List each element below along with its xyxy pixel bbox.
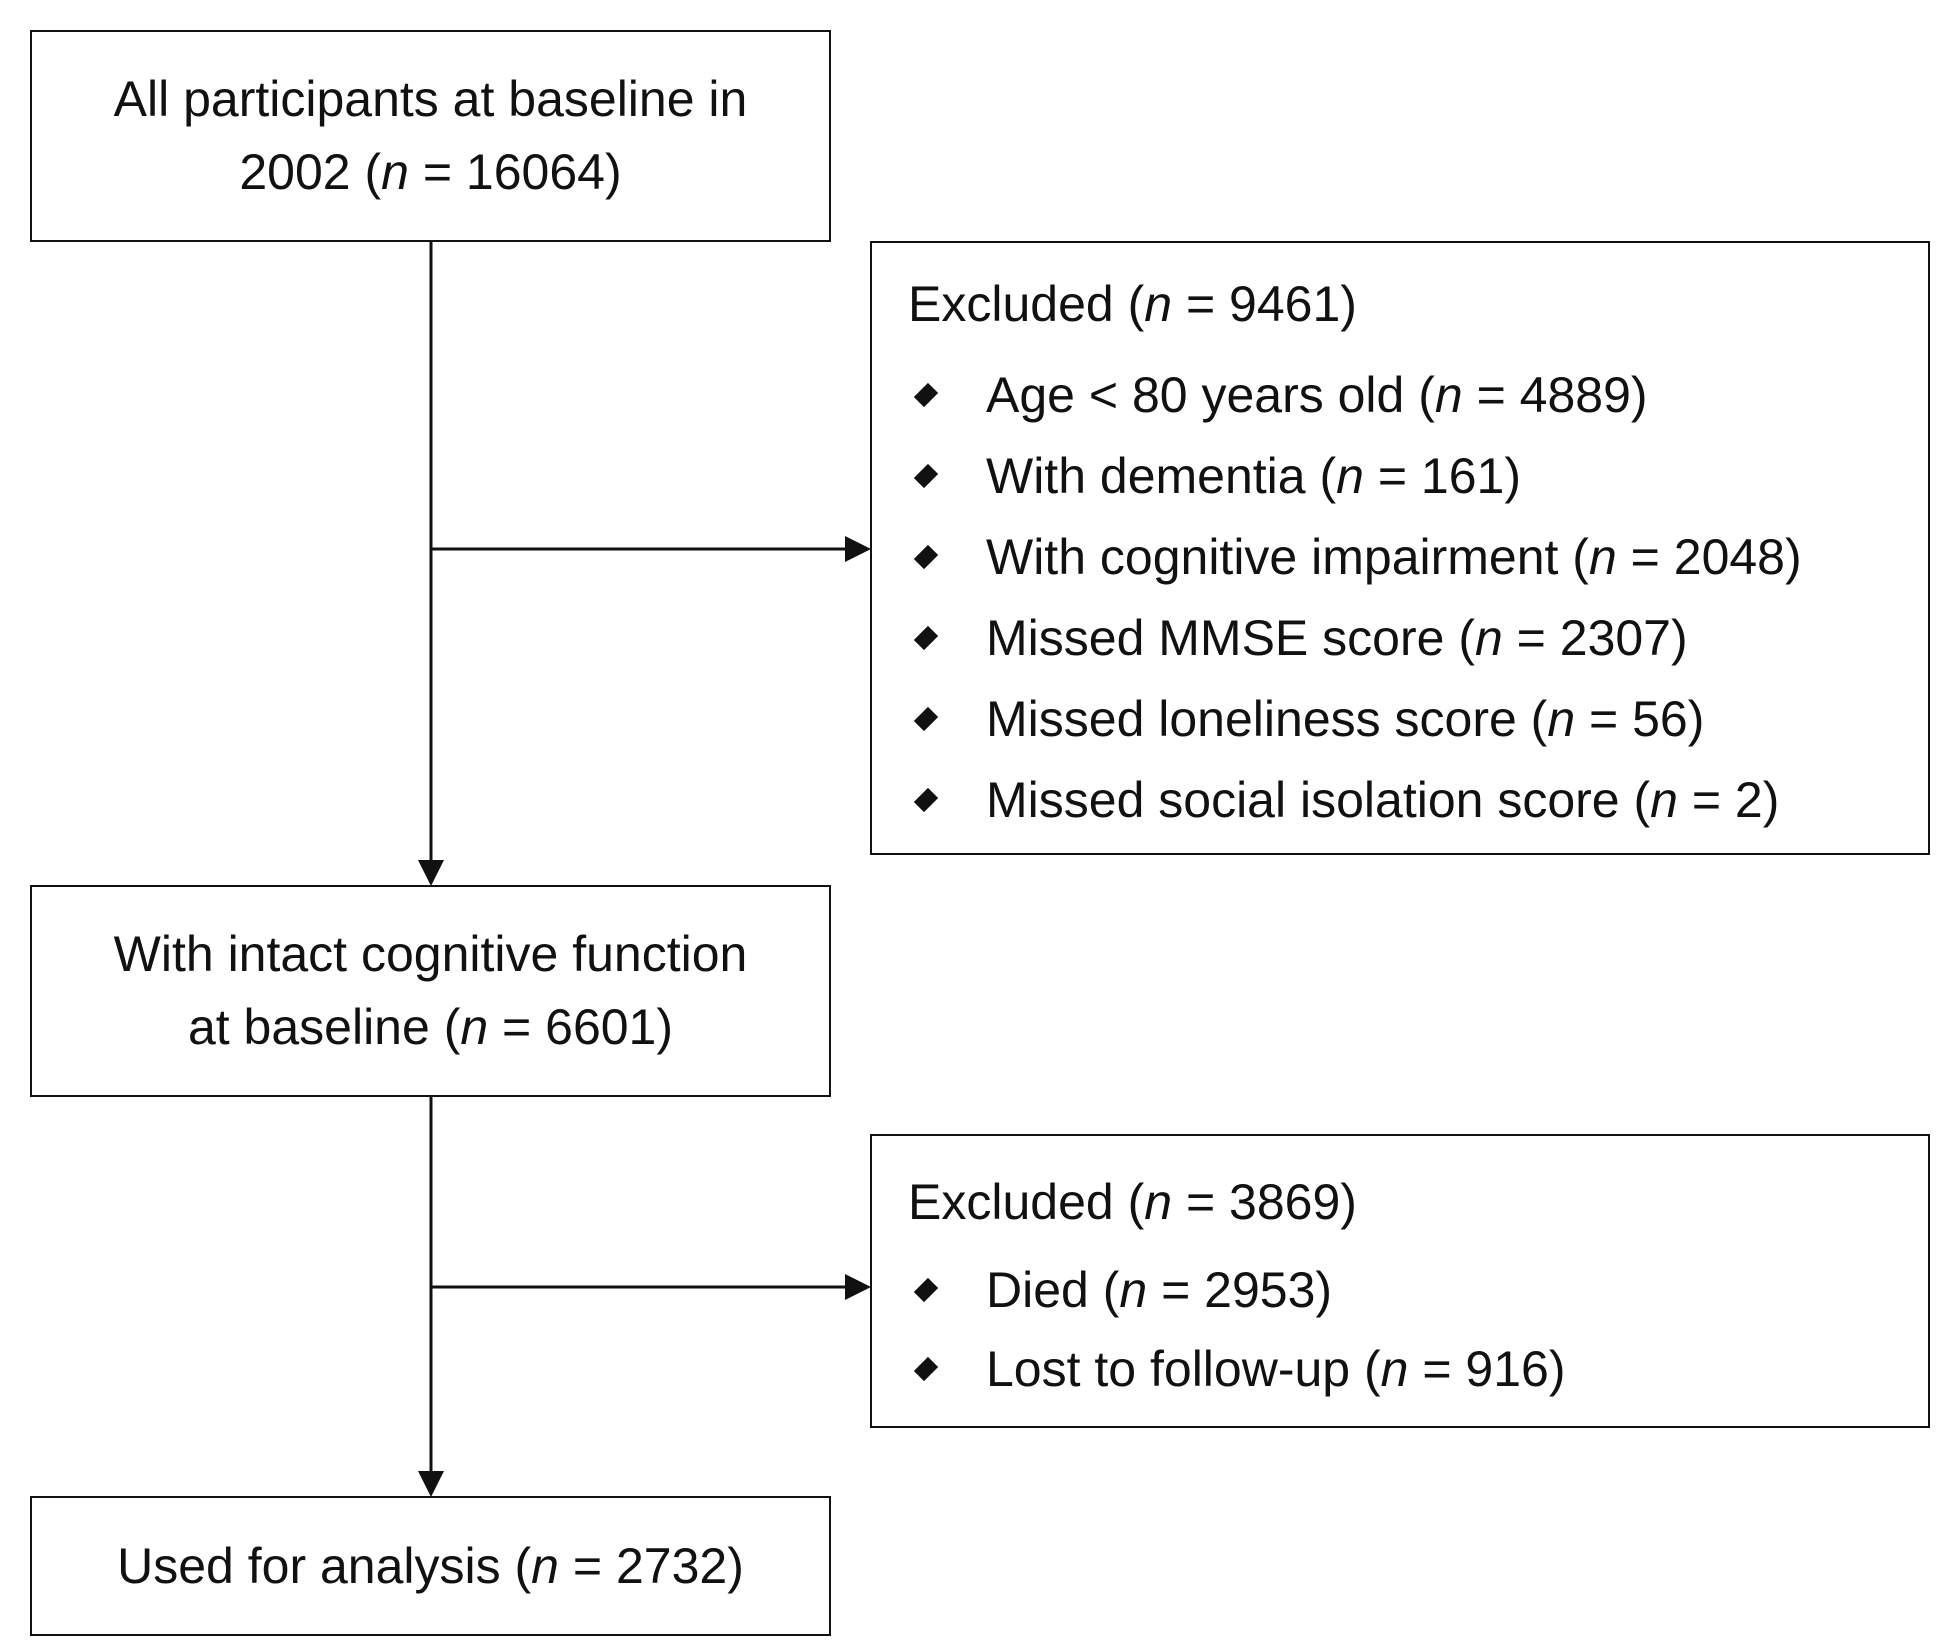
exclusion-item: With cognitive impairment (n = 2048) <box>908 516 1928 597</box>
exclusion-item: Died (n = 2953) <box>908 1250 1928 1329</box>
analysis-line: Used for analysis (n = 2732) <box>117 1537 744 1594</box>
diamond-bullet-icon <box>913 544 939 569</box>
exclusion-item-label: Age < 80 years old (n = 4889) <box>986 366 1648 423</box>
exclusion-1-list: Age < 80 years old (n = 4889) With dement… <box>908 354 1928 840</box>
n-symbol: n <box>1474 609 1503 666</box>
diamond-bullet-icon <box>913 463 939 488</box>
n-symbol: n <box>460 999 489 1055</box>
box-exclusion-1: Excluded (n = 9461) Age < 80 years old (… <box>870 241 1930 855</box>
exclusion-item: Missed social isolation score (n = 2) <box>908 759 1928 840</box>
exclusion-item: With dementia (n = 161) <box>908 435 1928 516</box>
box-intact-cognition: With intact cognitive function at baseli… <box>30 885 831 1097</box>
exclusion-item-label: Missed loneliness score (n = 56) <box>986 690 1705 747</box>
n-symbol: n <box>1588 528 1617 585</box>
n-symbol: n <box>1434 366 1463 423</box>
baseline-line-2: 2002 (n = 16064) <box>239 144 622 200</box>
diamond-bullet-icon <box>913 1277 939 1302</box>
exclusion-item-label: Missed social isolation score (n = 2) <box>986 771 1780 828</box>
n-symbol: n <box>1547 690 1576 747</box>
diamond-bullet-icon <box>913 706 939 731</box>
box-used-for-analysis: Used for analysis (n = 2732) <box>30 1496 831 1636</box>
exclusion-item-label: Died (n = 2953) <box>986 1261 1333 1318</box>
exclusion-2-list: Died (n = 2953) Lost to follow-up (n = 91… <box>908 1250 1928 1408</box>
intact-line-1: With intact cognitive function <box>113 926 748 982</box>
exclusion-item-label: With dementia (n = 161) <box>986 447 1521 504</box>
exclusion-2-title: Excluded (n = 3869) <box>908 1174 1357 1230</box>
diamond-bullet-icon <box>913 1356 939 1381</box>
arrowhead-analysis <box>418 1471 444 1497</box>
box-baseline-participants: All participants at baseline in 2002 (n … <box>30 30 831 242</box>
arrowhead-intact <box>418 860 444 886</box>
arrowhead-exclusion-2 <box>845 1274 871 1300</box>
exclusion-1-title: Excluded (n = 9461) <box>908 276 1357 332</box>
n-symbol: n <box>381 144 409 200</box>
n-symbol: n <box>1144 1174 1173 1230</box>
exclusion-item: Missed MMSE score (n = 2307) <box>908 597 1928 678</box>
diamond-bullet-icon <box>913 625 939 650</box>
box-exclusion-2: Excluded (n = 3869) Died (n = 2953) Lost … <box>870 1134 1930 1428</box>
n-symbol: n <box>1380 1340 1409 1397</box>
exclusion-item: Age < 80 years old (n = 4889) <box>908 354 1928 435</box>
n-symbol: n <box>1336 447 1364 504</box>
diamond-bullet-icon <box>913 382 939 407</box>
exclusion-item-label: Missed MMSE score (n = 2307) <box>986 609 1688 666</box>
exclusion-item: Missed loneliness score (n = 56) <box>908 678 1928 759</box>
intact-line-2: at baseline (n = 6601) <box>187 999 674 1055</box>
exclusion-item-label: With cognitive impairment (n = 2048) <box>986 528 1802 585</box>
exclusion-item: Lost to follow-up (n = 916) <box>908 1329 1928 1408</box>
n-symbol: n <box>1119 1261 1148 1318</box>
diamond-bullet-icon <box>913 787 939 812</box>
arrowhead-exclusion-1 <box>845 536 871 562</box>
n-symbol: n <box>1144 276 1173 332</box>
exclusion-item-label: Lost to follow-up (n = 916) <box>986 1340 1566 1397</box>
n-symbol: n <box>1650 771 1678 828</box>
n-symbol: n <box>531 1537 559 1594</box>
baseline-line-1: All participants at baseline in <box>113 71 748 127</box>
